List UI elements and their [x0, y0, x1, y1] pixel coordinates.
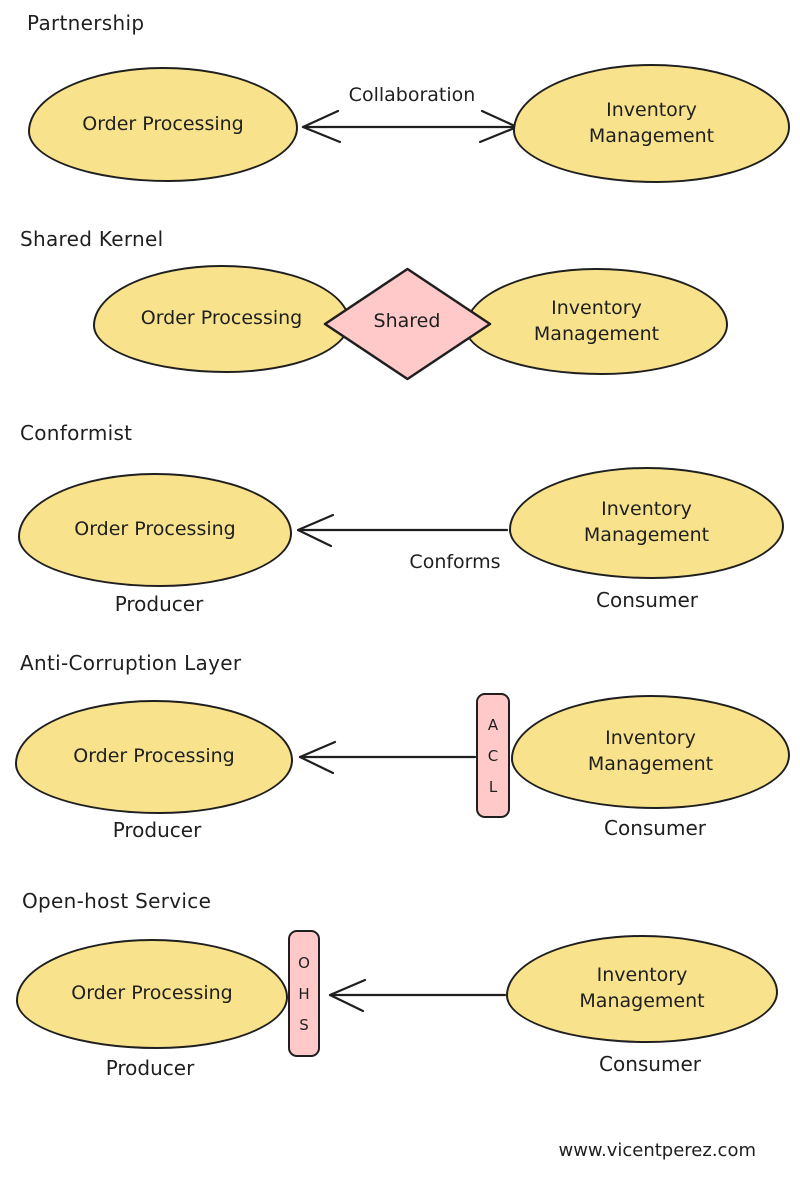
context-label: Inventory Management: [533, 296, 660, 345]
shared-kernel-diamond: [323, 267, 492, 381]
conforms-arrow: [296, 513, 509, 548]
role-label-producer: Producer: [114, 592, 204, 616]
context-ellipse-inventory-management: Inventory Management: [511, 695, 790, 809]
acl-gateway: A C L: [476, 693, 510, 818]
shared-kernel-label: Shared: [373, 310, 441, 332]
section-title-open-host-service: Open-host Service: [22, 889, 212, 913]
context-label: Inventory Management: [583, 498, 710, 546]
context-label: Order Processing: [74, 518, 236, 541]
role-label-consumer: Consumer: [599, 1052, 701, 1076]
context-ellipse-inventory-management: Inventory Management: [509, 467, 784, 579]
gateway-letter: H: [298, 984, 310, 1003]
context-ellipse-order-processing: Order Processing: [18, 473, 292, 587]
context-ellipse-inventory-management: Inventory Management: [513, 64, 790, 183]
ohs-gateway: O H S: [288, 930, 320, 1057]
context-ellipse-order-processing: Order Processing: [28, 67, 298, 182]
context-label: Order Processing: [140, 307, 303, 330]
gateway-letter: L: [488, 777, 498, 796]
partnership-double-arrow: [301, 109, 519, 144]
gateway-letter: C: [487, 746, 499, 765]
section-title-anti-corruption-layer: Anti-Corruption Layer: [20, 651, 242, 675]
gateway-letter: O: [298, 953, 310, 972]
role-label-producer: Producer: [105, 1056, 195, 1080]
role-label-consumer: Consumer: [596, 588, 698, 612]
section-title-partnership: Partnership: [27, 11, 145, 35]
relation-label-conforms: Conforms: [409, 551, 501, 573]
role-label-consumer: Consumer: [604, 816, 706, 840]
context-label: Order Processing: [73, 745, 235, 768]
context-label: Order Processing: [71, 982, 233, 1005]
section-title-shared-kernel: Shared Kernel: [20, 227, 164, 251]
website-url: www.vicentperez.com: [558, 1140, 756, 1161]
acl-arrow: [298, 740, 477, 775]
context-label: Inventory Management: [579, 964, 705, 1012]
section-title-conformist: Conformist: [20, 421, 133, 445]
context-ellipse-order-processing: Order Processing: [93, 265, 350, 373]
context-label: Inventory Management: [588, 98, 715, 147]
gateway-letter: A: [487, 715, 499, 734]
relation-label-collaboration: Collaboration: [348, 84, 476, 106]
context-ellipse-order-processing: Order Processing: [15, 700, 293, 814]
gateway-letter: S: [299, 1015, 309, 1034]
context-ellipse-inventory-management: Inventory Management: [465, 268, 728, 375]
context-label: Inventory Management: [587, 727, 714, 775]
context-ellipse-inventory-management: Inventory Management: [506, 935, 778, 1043]
ohs-arrow: [328, 978, 507, 1013]
context-ellipse-order-processing: Order Processing: [16, 939, 288, 1049]
role-label-producer: Producer: [112, 818, 202, 842]
context-label: Order Processing: [82, 112, 244, 135]
